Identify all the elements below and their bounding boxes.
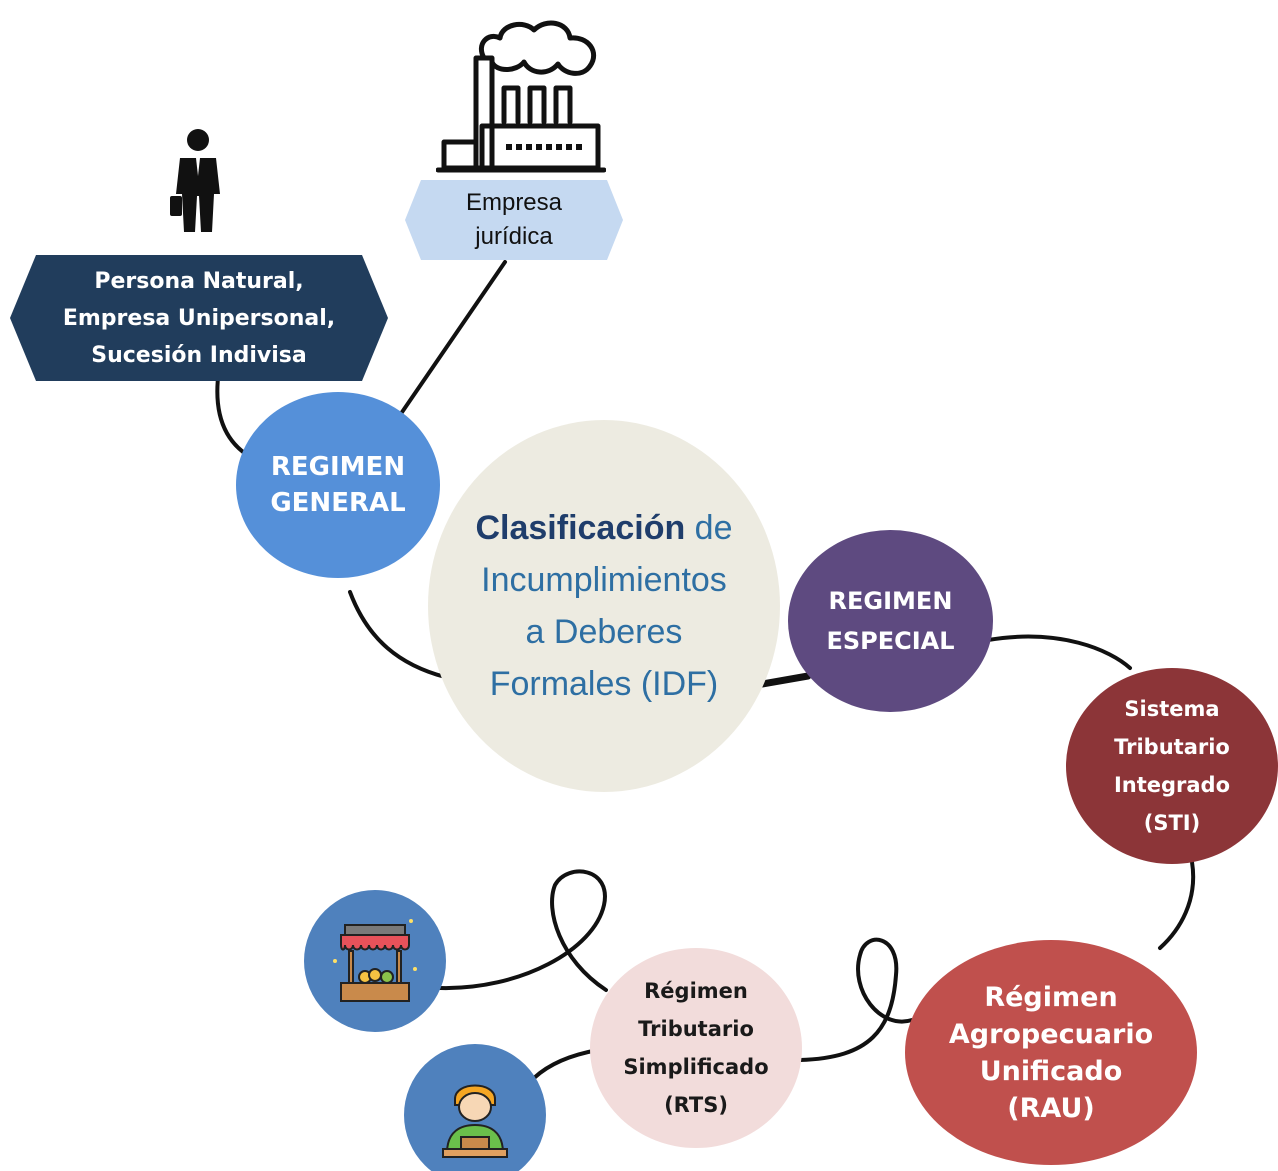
sti-label: Sistema Tributario Integrado (STI): [1113, 697, 1231, 835]
businessman-icon: [170, 128, 226, 236]
connector-empresa-to-general: [396, 260, 507, 420]
rts-label: Régimen Tributario Simplificado (RTS): [623, 979, 769, 1117]
sti-node: Sistema Tributario Integrado (STI): [1066, 668, 1278, 864]
regimen-especial-label: REGIMEN ESPECIAL: [826, 587, 955, 655]
market-stall-icon: [304, 890, 446, 1032]
persona-natural-label: Persona Natural, Empresa Unipersonal, Su…: [62, 268, 336, 368]
persona-natural-hexagon: [10, 255, 388, 381]
center-title-line3: a Deberes: [525, 613, 683, 651]
center-title-rest: de: [685, 509, 733, 547]
connector-center-to-especial: [758, 672, 812, 688]
empresa-juridica-label: Empresa jurídica: [465, 189, 563, 250]
empresa-juridica-hexagon: [405, 180, 623, 260]
center-title-line4: Formales (IDF): [489, 665, 719, 703]
regimen-especial-node: REGIMEN ESPECIAL: [788, 530, 993, 712]
connector-especial-to-sti: [986, 634, 1132, 670]
regimen-general-node: REGIMEN GENERAL: [236, 392, 440, 578]
factory-icon: [435, 14, 607, 176]
center-node: Clasificación de Incumplimientos a Deber…: [428, 420, 780, 792]
connector-general-to-center: [348, 590, 447, 679]
center-title: Clasificación de Incumplimientos a Deber…: [475, 502, 732, 710]
connector-rts-to-stall-loop: [438, 869, 608, 992]
street-vendor-icon: [404, 1044, 546, 1171]
connector-rts-to-vendor: [532, 1048, 600, 1080]
connector-sti-to-rau: [1158, 860, 1196, 950]
regimen-general-label: REGIMEN GENERAL: [270, 452, 406, 518]
connector-rau-to-rts-loop: [798, 937, 914, 1062]
center-title-bold: Clasificación: [475, 509, 686, 547]
rts-node: Régimen Tributario Simplificado (RTS): [590, 948, 802, 1148]
center-title-line2: Incumplimientos: [481, 561, 727, 599]
rau-node: Régimen Agropecuario Unificado (RAU): [905, 940, 1197, 1165]
rau-label: Régimen Agropecuario Unificado (RAU): [948, 981, 1154, 1124]
